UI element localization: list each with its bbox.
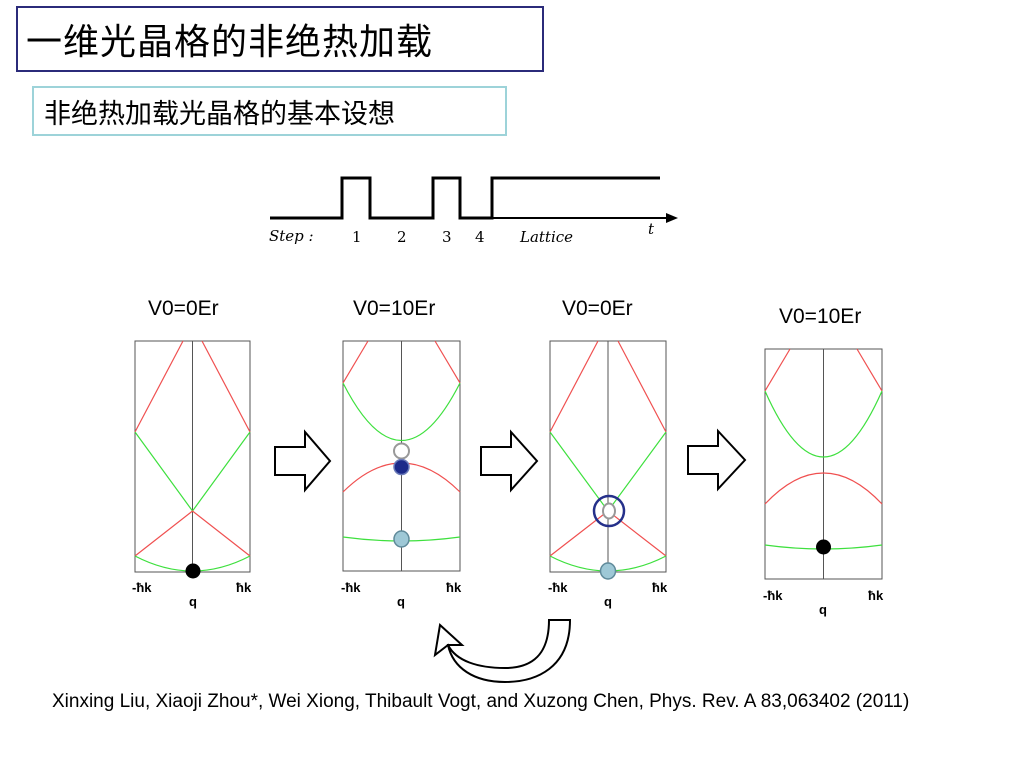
red-band xyxy=(201,340,251,433)
axis-label-q: q xyxy=(189,594,197,609)
title-text: 一维光晶格的非绝热加载 xyxy=(26,22,434,63)
step-4-label: 4 xyxy=(475,228,485,246)
panel-3-potential-label: V0=0Er xyxy=(562,297,633,320)
red-band xyxy=(434,340,461,384)
slide-title: 一维光晶格的非绝热加载 xyxy=(16,6,544,72)
timing-diagram: Step : 1 2 3 4 Lattice t xyxy=(269,176,678,246)
atom-dot-lightblue xyxy=(393,530,410,548)
time-axis-label: t xyxy=(648,220,655,238)
step-3-label: 3 xyxy=(442,228,452,246)
subtitle-text: 非绝热加载光晶格的基本设想 xyxy=(44,98,395,130)
timing-pulse-trace xyxy=(270,176,660,220)
red-band xyxy=(856,348,883,392)
band-panel-3: -ħk ħk q xyxy=(548,340,668,609)
axis-label-right: ħk xyxy=(652,580,668,595)
axis-label-left: -ħk xyxy=(132,580,152,595)
step-prefix-label: Step : xyxy=(269,227,314,245)
red-band xyxy=(134,340,184,433)
axis-label-left: -ħk xyxy=(763,588,783,603)
red-band xyxy=(764,348,791,392)
atom-dot-black xyxy=(816,539,831,555)
atom-dot-lightblue xyxy=(599,562,617,580)
red-band xyxy=(617,340,667,433)
right-arrow-2 xyxy=(480,429,539,493)
red-band xyxy=(134,510,251,557)
slide-subtitle: 非绝热加载光晶格的基本设想 xyxy=(32,86,507,136)
panel-4-potential-label: V0=10Er xyxy=(779,305,862,328)
highlight-ring xyxy=(592,494,626,528)
band-panel-1: -ħk ħk q xyxy=(132,340,252,609)
atom-dot-hollow xyxy=(393,442,410,460)
panel-2-potential-label: V0=10Er xyxy=(353,297,436,320)
red-band xyxy=(342,340,369,384)
red-band xyxy=(764,472,883,505)
curved-return-arrow xyxy=(433,619,572,684)
lattice-label: Lattice xyxy=(519,228,573,246)
axis-label-q: q xyxy=(397,594,405,609)
atom-dot-black xyxy=(185,563,201,579)
axis-label-q: q xyxy=(819,602,827,617)
atom-dot-navy xyxy=(393,458,410,476)
step-2-label: 2 xyxy=(397,228,407,246)
step-1-label: 1 xyxy=(352,228,362,246)
axis-label-left: -ħk xyxy=(341,580,361,595)
axis-label-right: ħk xyxy=(236,580,252,595)
axis-label-q: q xyxy=(604,594,612,609)
right-arrow-1 xyxy=(274,429,332,493)
panel-1-potential-label: V0=0Er xyxy=(148,297,219,320)
atom-dot-hollow xyxy=(602,502,616,520)
citation-text: Xinxing Liu, Xiaoji Zhou*, Wei Xiong, Th… xyxy=(52,691,910,712)
axis-label-right: ħk xyxy=(868,588,884,603)
green-band xyxy=(764,390,883,458)
axis-label-right: ħk xyxy=(446,580,462,595)
band-panel-2: -ħk ħk q xyxy=(341,340,462,609)
right-arrow-3 xyxy=(687,428,747,492)
time-axis-arrowhead xyxy=(666,213,678,223)
band-panel-4: -ħk ħk q xyxy=(763,348,884,617)
axis-label-left: -ħk xyxy=(548,580,568,595)
green-band xyxy=(342,382,461,441)
red-band xyxy=(549,340,599,433)
